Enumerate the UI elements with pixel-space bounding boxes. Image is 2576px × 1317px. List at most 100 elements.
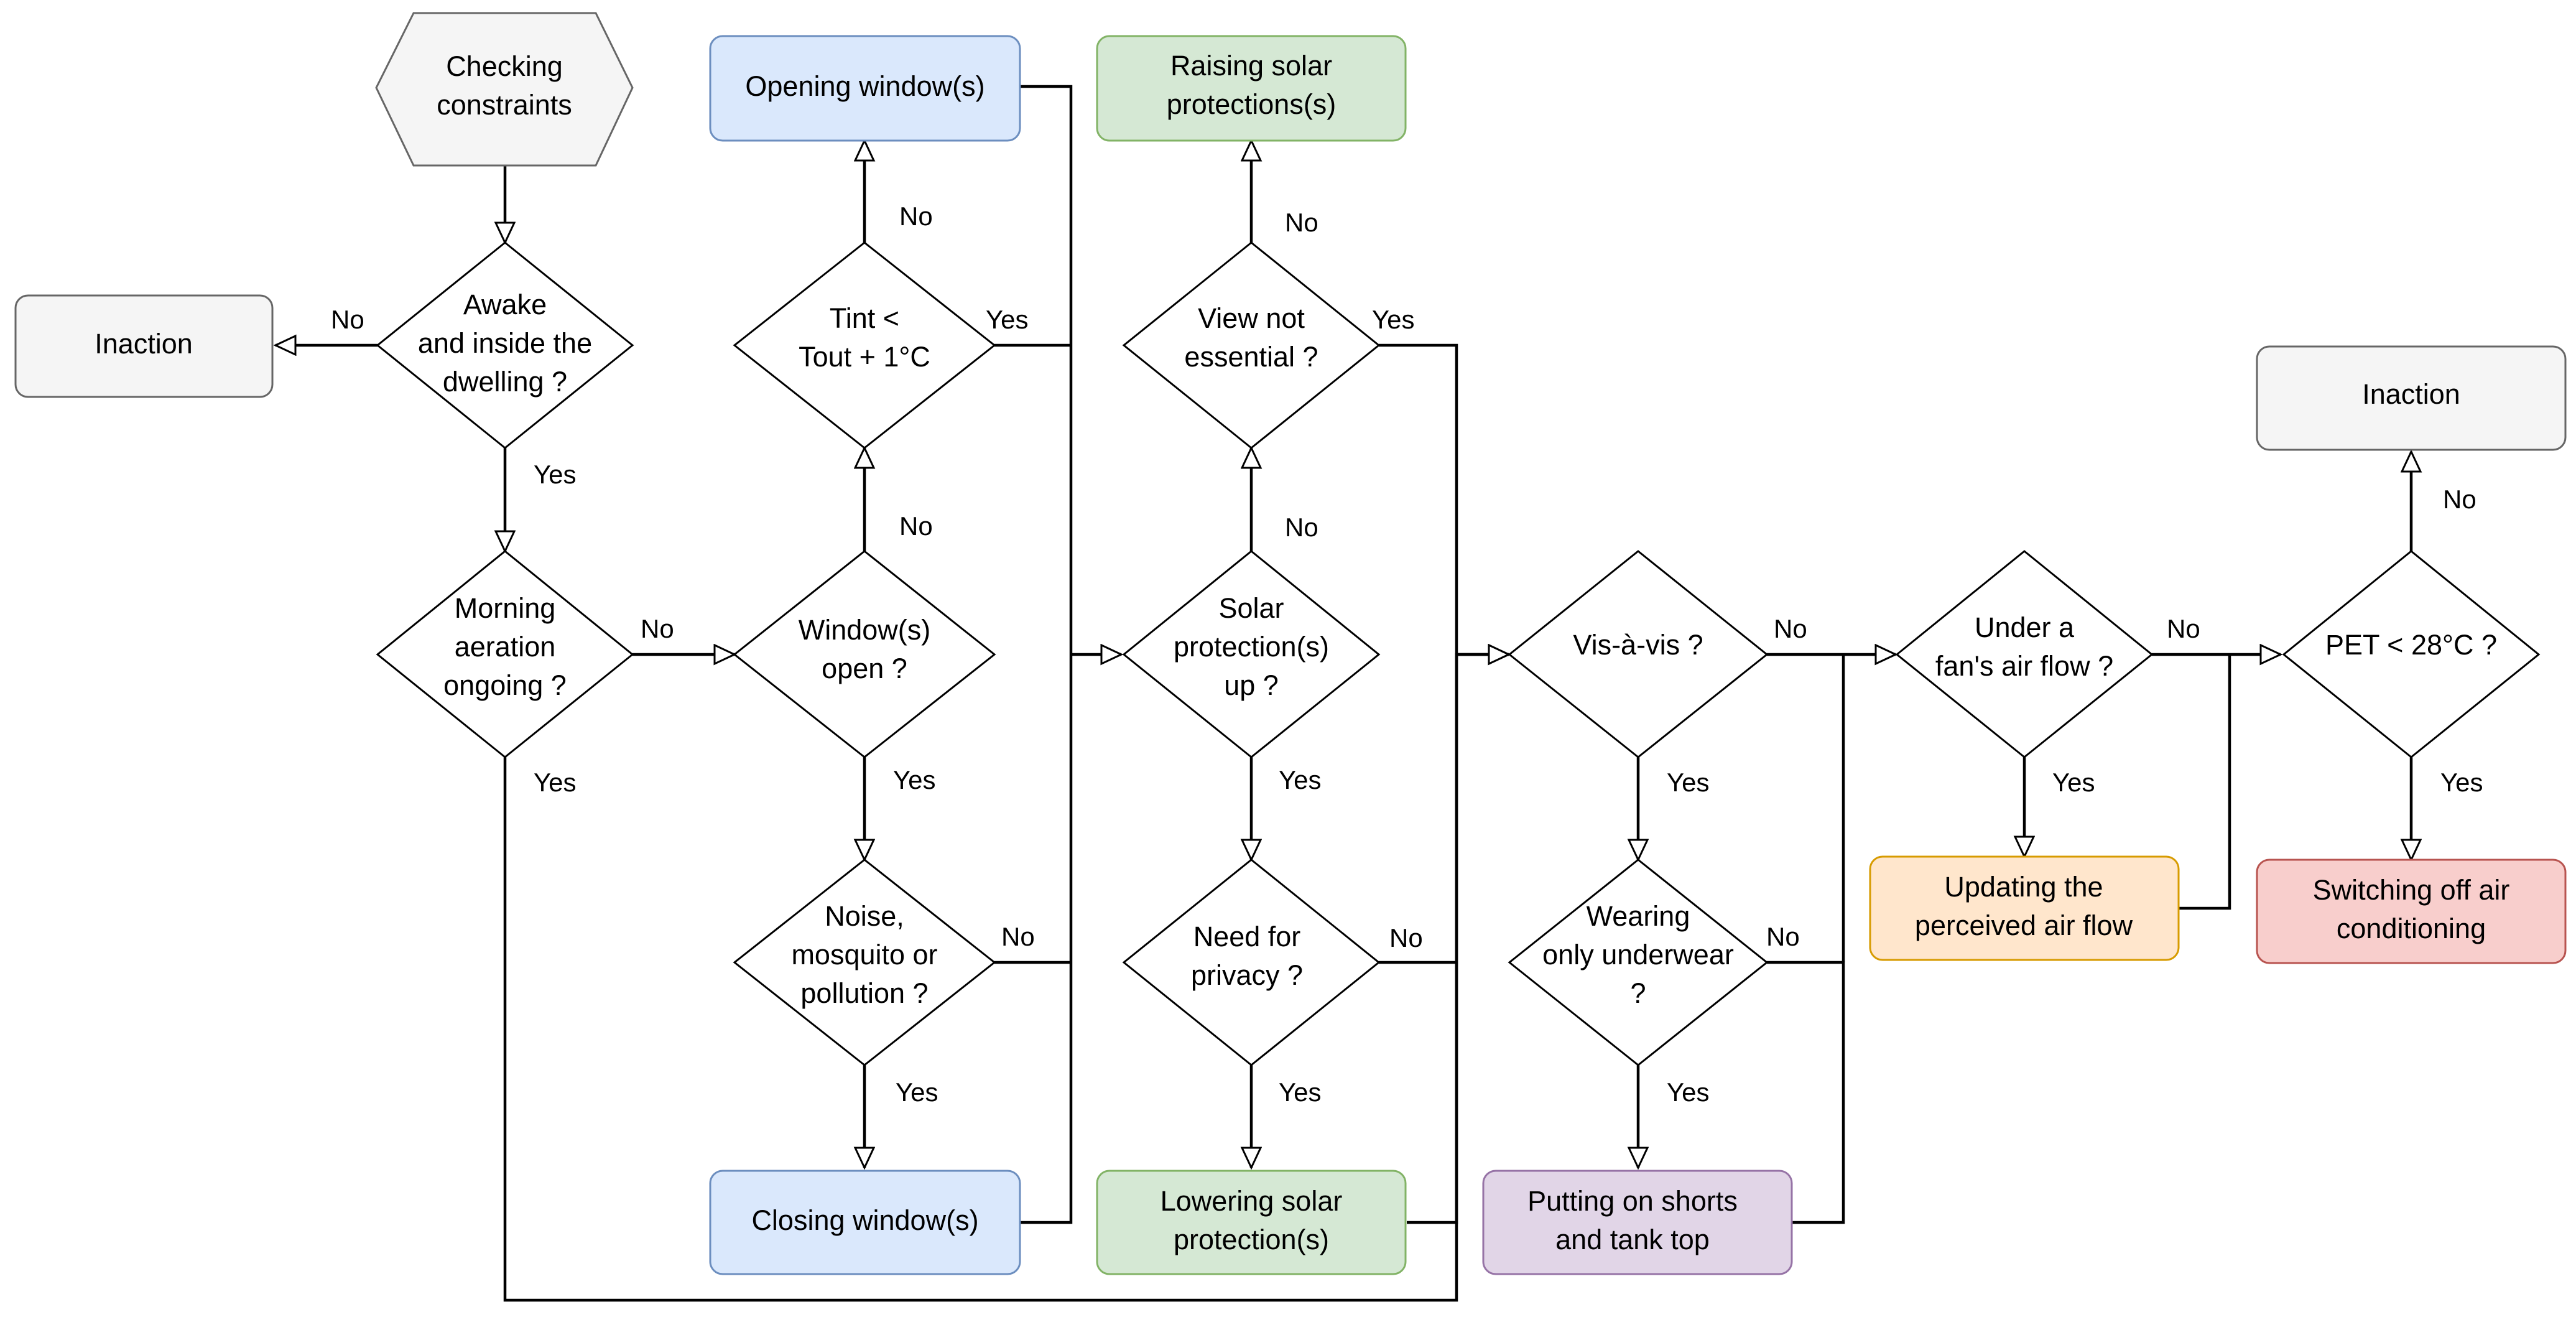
label-pet-no: No bbox=[2443, 485, 2476, 514]
node-text-line: Raising solar bbox=[1170, 50, 1332, 81]
node-text: Closing window(s) bbox=[751, 1204, 978, 1236]
node-inaction-right: Inaction bbox=[2256, 345, 2567, 451]
node-text-line: Opening window(s) bbox=[745, 70, 985, 102]
node-text-line: Under a bbox=[1975, 612, 2075, 643]
node-text-line: Tint < bbox=[830, 302, 899, 334]
label-pet-yes: Yes bbox=[2440, 768, 2483, 797]
node-text-line: Window(s) bbox=[799, 614, 931, 646]
node-text-line: Tout + 1°C bbox=[799, 341, 930, 373]
node-inaction-left: Inaction bbox=[14, 294, 274, 398]
node-text: Putting on shorts and tank top bbox=[1527, 1185, 1738, 1255]
node-text: PET < 28°C ? bbox=[2325, 629, 2497, 661]
node-text-line: privacy ? bbox=[1191, 959, 1303, 991]
node-text-line: Lowering solar bbox=[1161, 1185, 1343, 1217]
label-fan-no: No bbox=[2167, 614, 2200, 643]
label-view-no: No bbox=[1285, 208, 1318, 237]
label-solar-yes: Yes bbox=[1279, 765, 1322, 794]
diamond-shape bbox=[1122, 241, 1381, 449]
node-text-line: PET < 28°C ? bbox=[2325, 629, 2497, 661]
node-text-line: conditioning bbox=[2337, 913, 2486, 944]
node-text: Inaction bbox=[95, 328, 193, 360]
node-raising-solar: Raising solar protections(s) bbox=[1096, 35, 1407, 142]
node-text-line: Need for bbox=[1193, 921, 1301, 952]
diamond-shape bbox=[1508, 550, 1769, 758]
node-text-line: Solar bbox=[1218, 592, 1284, 624]
diamond-shape bbox=[1508, 859, 1769, 1066]
node-text-line: Wearing bbox=[1587, 900, 1690, 932]
node-closing-window: Closing window(s) bbox=[709, 1170, 1021, 1275]
node-checking-constraints: Checking constraints bbox=[375, 12, 634, 167]
node-text-line: Awake bbox=[463, 289, 547, 320]
node-text-line: pollution ? bbox=[800, 977, 928, 1009]
node-text-line: aeration bbox=[455, 631, 556, 663]
node-text-line: ongoing ? bbox=[443, 669, 567, 701]
rounded-box bbox=[14, 294, 274, 398]
diamond-shape bbox=[733, 550, 996, 758]
node-text-line: essential ? bbox=[1184, 341, 1318, 373]
decision-window-open: Window(s) open ? bbox=[733, 550, 996, 758]
node-text: Switching off air conditioning bbox=[2313, 874, 2510, 944]
diamond-shape bbox=[1122, 859, 1381, 1066]
node-text-line: and inside the bbox=[418, 327, 592, 359]
node-opening-window: Opening window(s) bbox=[709, 35, 1021, 142]
diamond-shape bbox=[1122, 550, 1381, 758]
node-text-line: protections(s) bbox=[1167, 88, 1337, 120]
node-text: Inaction bbox=[2362, 378, 2460, 410]
label-privacy-yes: Yes bbox=[1279, 1077, 1322, 1107]
label-visavis-yes: Yes bbox=[1667, 768, 1710, 797]
label-morning-yes: Yes bbox=[534, 768, 577, 797]
node-text-line: Noise, bbox=[825, 900, 904, 932]
decision-privacy: Need for privacy ? bbox=[1122, 859, 1381, 1066]
node-text-line: Putting on shorts bbox=[1527, 1185, 1738, 1217]
node-text-line: mosquito or bbox=[791, 939, 937, 970]
diamond-shape bbox=[733, 859, 996, 1066]
node-text: Tint < Tout + 1°C bbox=[799, 302, 930, 373]
node-text: Opening window(s) bbox=[745, 70, 985, 102]
label-view-yes: Yes bbox=[1372, 305, 1415, 334]
node-text: Raising solar protections(s) bbox=[1167, 50, 1337, 120]
decision-noise: Noise, mosquito or pollution ? bbox=[733, 859, 996, 1066]
edge-underwear-shorts-merge bbox=[1767, 961, 1845, 1224]
label-fan-yes: Yes bbox=[2052, 768, 2095, 797]
edge-updating-merge bbox=[2179, 654, 2231, 910]
node-text: Vis-à-vis ? bbox=[1573, 629, 1703, 661]
node-switching-off-ac: Switching off air conditioning bbox=[2256, 859, 2567, 964]
edge-labels: No Yes No Yes No Yes No Yes No Yes No Ye… bbox=[331, 202, 2483, 1107]
node-text-line: protection(s) bbox=[1174, 1224, 1329, 1255]
node-text: Lowering solar protection(s) bbox=[1161, 1185, 1343, 1255]
connectors bbox=[276, 85, 2411, 1302]
decision-tint: Tint < Tout + 1°C bbox=[733, 241, 996, 449]
label-noise-no: No bbox=[1001, 922, 1035, 951]
diamond-shape bbox=[376, 550, 634, 758]
node-putting-on-shorts: Putting on shorts and tank top bbox=[1482, 1170, 1793, 1275]
label-underwear-no: No bbox=[1766, 922, 1800, 951]
label-awake-yes: Yes bbox=[534, 460, 577, 489]
label-tint-no: No bbox=[899, 202, 933, 231]
label-privacy-no: No bbox=[1389, 923, 1423, 952]
node-text-line: Closing window(s) bbox=[751, 1204, 978, 1236]
node-text-line: open ? bbox=[822, 653, 907, 684]
decision-awake: Awake and inside the dwelling ? bbox=[376, 241, 634, 449]
node-text-line: and tank top bbox=[1555, 1224, 1710, 1255]
node-text-line: Checking bbox=[446, 50, 563, 82]
decision-vis-a-vis: Vis-à-vis ? bbox=[1508, 550, 1769, 758]
edge-opening-merge bbox=[1020, 85, 1073, 1224]
node-text: Window(s) open ? bbox=[799, 614, 931, 684]
rounded-box bbox=[2256, 859, 2567, 964]
node-text-line: constraints bbox=[437, 89, 572, 121]
rounded-box bbox=[1482, 1170, 1793, 1275]
nodes: Checking constraints Inaction Awake and in… bbox=[14, 12, 2567, 1275]
label-solar-no: No bbox=[1285, 513, 1318, 542]
node-text-line: dwelling ? bbox=[443, 366, 567, 398]
node-text-line: Morning bbox=[455, 592, 556, 624]
diamond-shape bbox=[2282, 550, 2541, 758]
node-text-line: Switching off air bbox=[2313, 874, 2510, 906]
node-text: Awake and inside the dwelling ? bbox=[418, 289, 592, 398]
